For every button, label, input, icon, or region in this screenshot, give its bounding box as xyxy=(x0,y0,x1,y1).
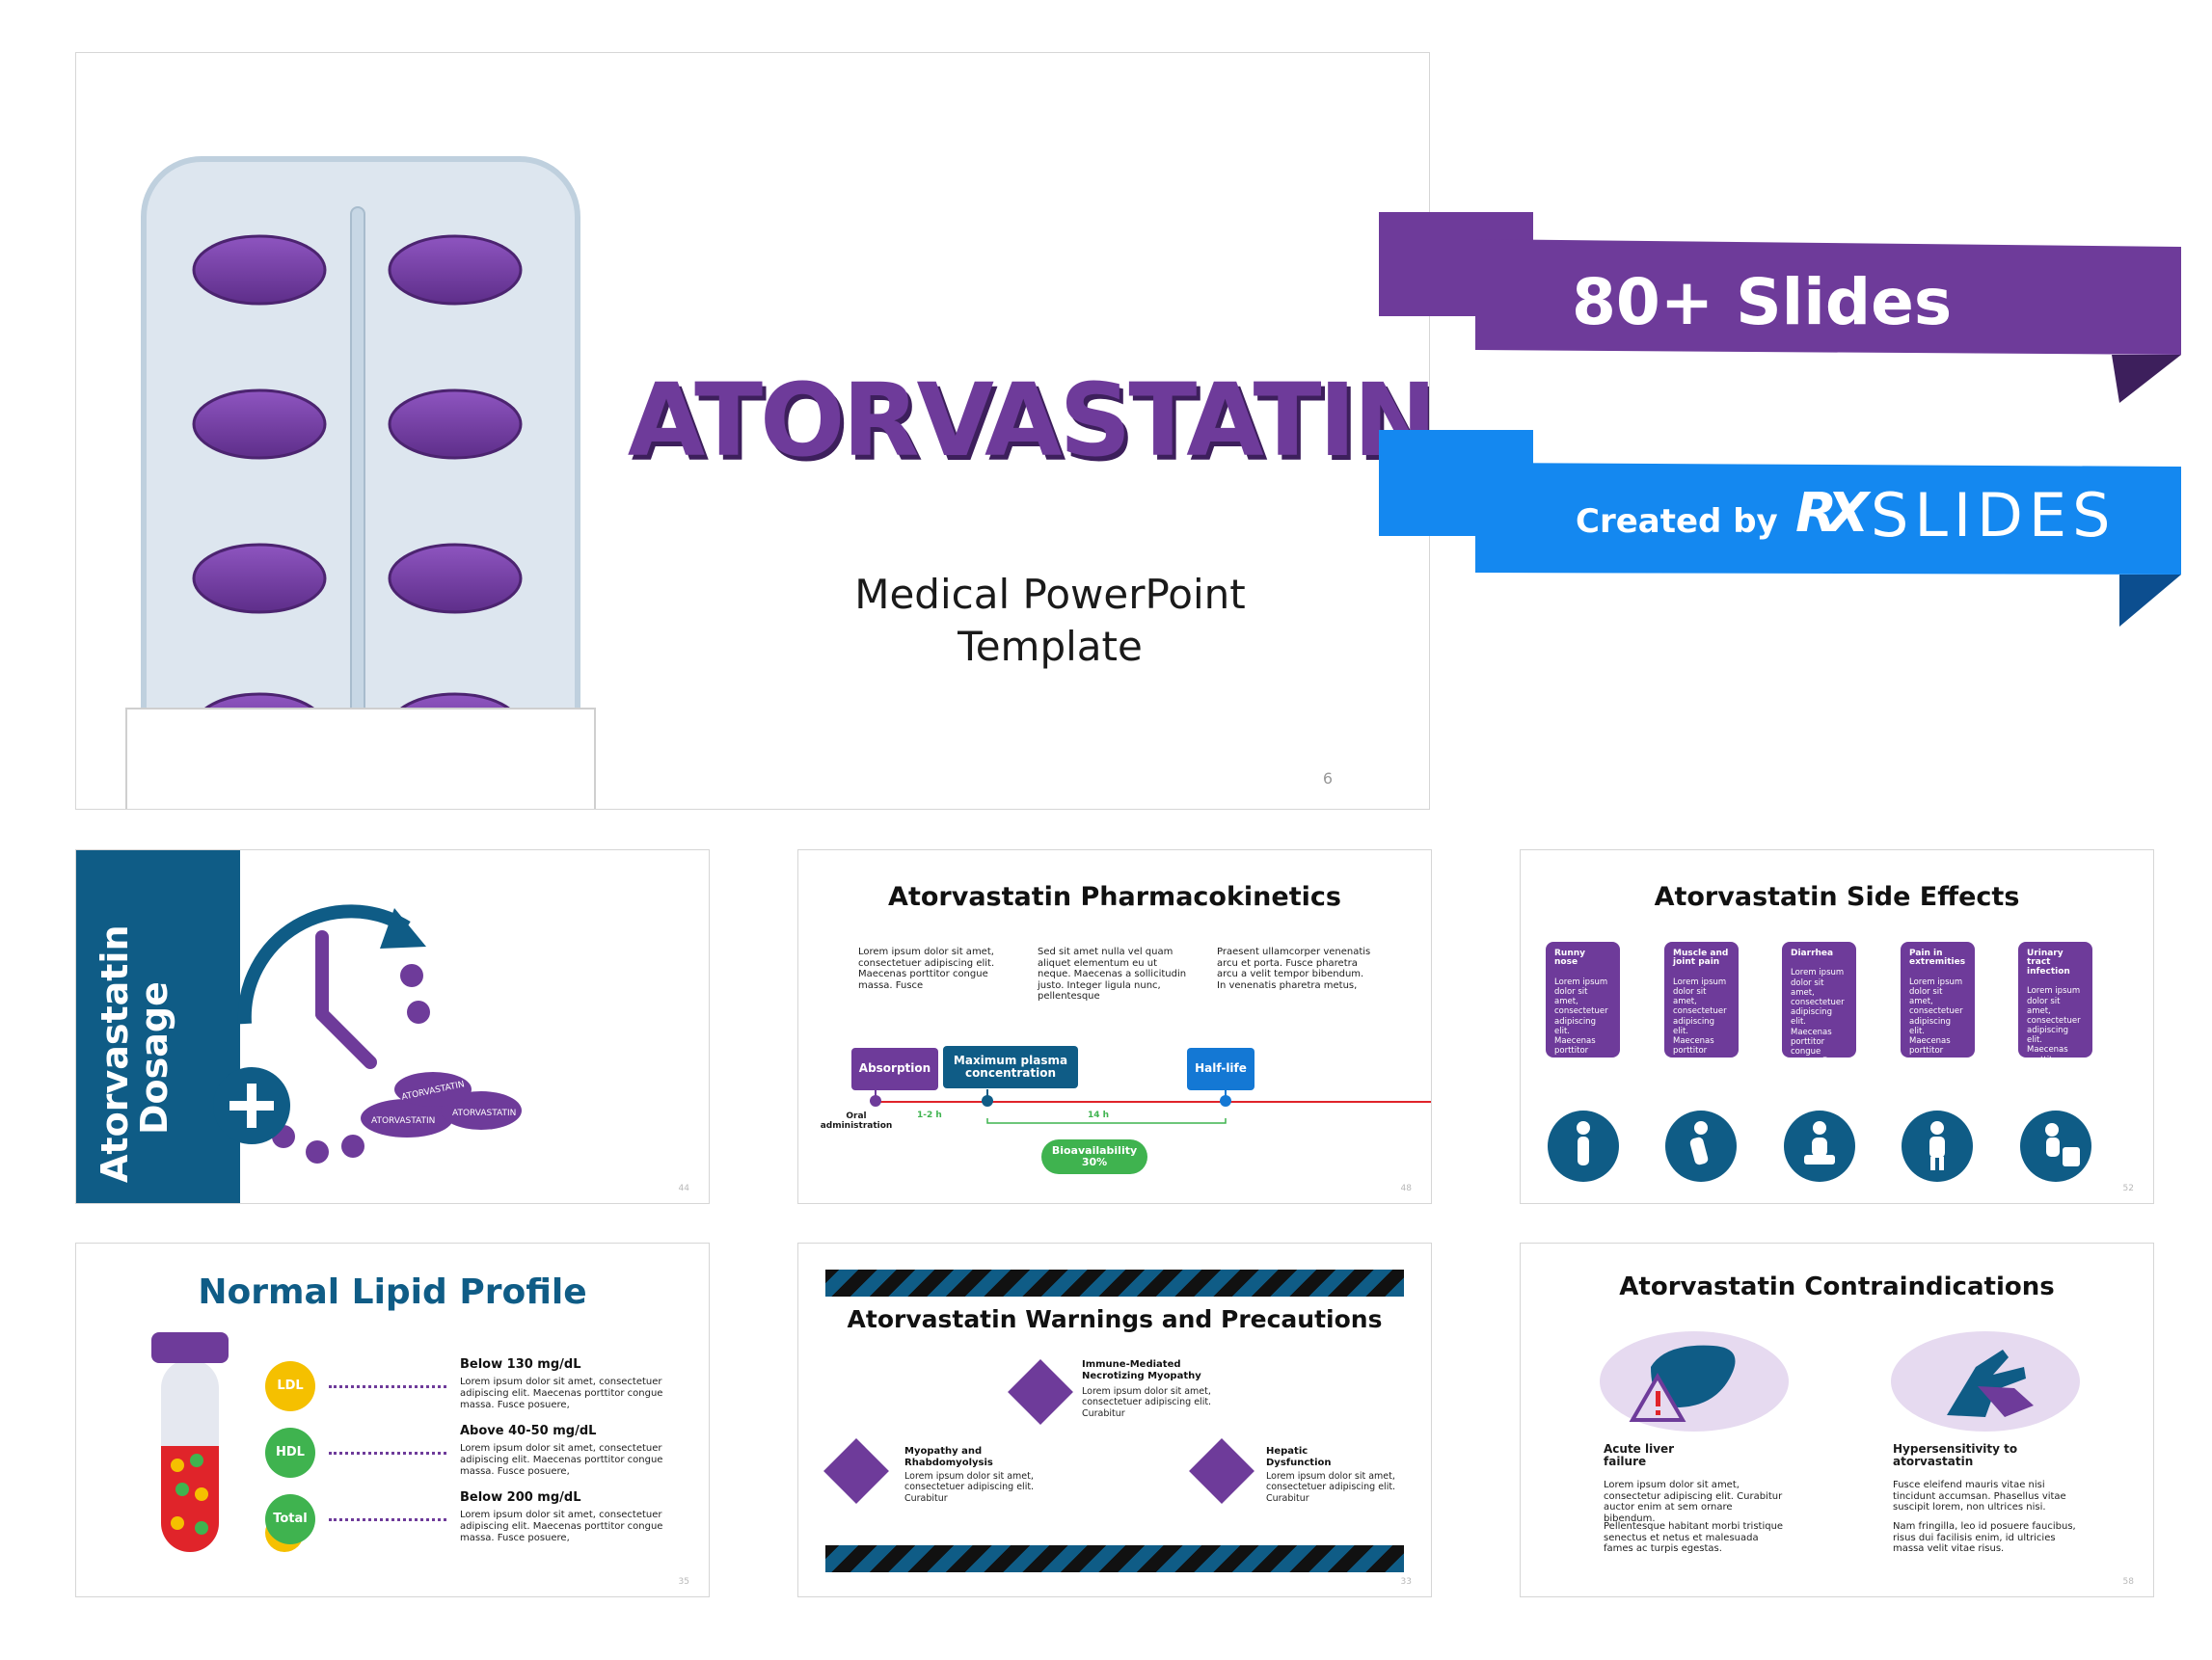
ci-right-text-1: Fusce eleifend mauris vitae nisi tincidu… xyxy=(1893,1480,2066,1513)
slide-contraindications[interactable]: Atorvastatin Contraindications Acute liv… xyxy=(1520,1243,2154,1597)
se-card-text: Lorem ipsum dolor sit amet, consectetuer… xyxy=(1554,977,1610,1095)
hero-title: ATORVASTATIN xyxy=(627,361,1430,479)
time-label-2: 14 h xyxy=(1088,1111,1110,1120)
se-card-text: Lorem ipsum dolor sit amet, consectetuer… xyxy=(1673,977,1729,1095)
wp-heading-1: Immune-Mediated Necrotizing Myopathy xyxy=(1082,1359,1201,1381)
created-by-ribbon xyxy=(1379,430,2181,627)
page-number: 44 xyxy=(678,1184,689,1193)
hazard-stripe-bottom xyxy=(825,1545,1404,1572)
dosage-sidebar xyxy=(76,850,240,1203)
wp-heading-2: Myopathy and Rhabdomyolysis xyxy=(904,1446,993,1468)
hazard-stripe-top xyxy=(825,1270,1404,1297)
total-connector xyxy=(329,1518,446,1521)
brand-name: SLIDES xyxy=(1871,480,2117,550)
page-number: 58 xyxy=(2122,1577,2134,1587)
dosage-title-line2: Dosage xyxy=(133,981,176,1135)
ldl-connector xyxy=(329,1385,446,1388)
bioavailability-badge: Bioavailability 30% xyxy=(1041,1139,1147,1174)
allergic-hand-icon xyxy=(1891,1331,2080,1432)
total-heading: Below 200 mg/dL xyxy=(460,1490,581,1505)
se-card-title: Runny nose xyxy=(1554,949,1586,968)
liver-warning-icon xyxy=(1600,1331,1789,1432)
ldl-heading: Below 130 mg/dL xyxy=(460,1357,581,1372)
slides-count-label: 80+ Slides xyxy=(1572,265,1953,339)
page-number: 33 xyxy=(1400,1577,1412,1587)
ci-right-text-2: Nam fringilla, leo id posuere faucibus, … xyxy=(1893,1521,2076,1554)
hero-subtitle-line2: Template xyxy=(958,622,1143,670)
page-number: 52 xyxy=(2122,1184,2134,1193)
se-card-title: Pain in extremities xyxy=(1909,949,1966,968)
half-life-box: Half-life xyxy=(1187,1048,1254,1090)
antibody-icon xyxy=(1008,1359,1073,1425)
test-tube-illustration xyxy=(151,1332,229,1552)
ci-left-heading: Acute liver failure xyxy=(1604,1442,1675,1469)
absorption-box: Absorption xyxy=(851,1048,938,1090)
ci-right-heading: Hypersensitivity to atorvastatin xyxy=(1893,1442,2018,1469)
ldl-badge: LDL xyxy=(265,1361,315,1411)
ci-left-text-1: Lorem ipsum dolor sit amet, consectetur … xyxy=(1604,1480,1783,1524)
pill-label-1: ATORVASTATIN xyxy=(371,1116,436,1126)
wp-text-3: Lorem ipsum dolor sit amet, consectetuer… xyxy=(1266,1471,1396,1504)
wp-title: Atorvastatin Warnings and Precautions xyxy=(847,1305,1383,1333)
se-card-text: Lorem ipsum dolor sit amet, consectetuer… xyxy=(2027,986,2083,1105)
wp-text-2: Lorem ipsum dolor sit amet, consectetuer… xyxy=(904,1471,1035,1504)
ci-title: Atorvastatin Contraindications xyxy=(1619,1272,2055,1301)
person-figure-icons xyxy=(1577,1121,2080,1170)
hdl-connector xyxy=(329,1452,446,1455)
slide-pharmacokinetics[interactable]: Atorvastatin Pharmacokinetics Lorem ipsu… xyxy=(797,849,1432,1204)
liver-icon xyxy=(1189,1438,1254,1504)
timeline-line xyxy=(876,1101,1431,1103)
hero-subtitle-line1: Medical PowerPoint xyxy=(854,571,1246,618)
lipid-title: Normal Lipid Profile xyxy=(198,1272,587,1312)
timeline-markers xyxy=(870,1089,1231,1124)
slide-dosage[interactable]: Atorvastatin Dosage ATORVASTATIN ATORVAS… xyxy=(75,849,710,1204)
dosage-title: Atorvastatin Dosage xyxy=(94,884,176,1183)
pk-text-col1: Lorem ipsum dolor sit amet, consectetuer… xyxy=(858,947,995,991)
total-text: Lorem ipsum dolor sit amet, consectetuer… xyxy=(460,1510,663,1543)
dosage-title-line1: Atorvastatin xyxy=(94,924,136,1183)
total-badge: Total xyxy=(265,1494,315,1544)
max-plasma-box: Maximum plasma concentration xyxy=(943,1046,1078,1088)
time-label-1: 1-2 h xyxy=(917,1111,942,1120)
se-card-title: Diarrhea xyxy=(1791,949,1834,958)
muscle-icon xyxy=(823,1438,889,1504)
se-card-title: Urinary tract infection xyxy=(2027,949,2070,977)
slide-lipid-profile[interactable]: Normal Lipid Profile LDL HDL Total Below… xyxy=(75,1243,710,1597)
wp-heading-3: Hepatic Dysfunction xyxy=(1266,1446,1332,1468)
clock-dosage-illustration xyxy=(213,904,522,1164)
se-card-title: Muscle and joint pain xyxy=(1673,949,1729,968)
blister-pack-illustration xyxy=(125,156,596,809)
oral-admin-label: Oral administration xyxy=(820,1111,893,1131)
se-card-text: Lorem ipsum dolor sit amet, consectetuer… xyxy=(1791,968,1847,1086)
wp-text-1: Lorem ipsum dolor sit amet, consectetuer… xyxy=(1082,1386,1212,1419)
hero-subtitle: Medical PowerPoint Template xyxy=(809,569,1291,673)
page-number: 48 xyxy=(1400,1184,1412,1193)
hdl-badge: HDL xyxy=(265,1428,315,1478)
page-number: 6 xyxy=(1322,769,1333,788)
pk-text-col3: Praesent ullamcorper venenatis arcu et p… xyxy=(1217,947,1371,991)
rx-logo-mark: RX xyxy=(1795,482,1869,545)
ldl-text: Lorem ipsum dolor sit amet, consectetuer… xyxy=(460,1377,663,1410)
pk-text-col2: Sed sit amet nulla vel quam aliquet elem… xyxy=(1038,947,1187,1002)
created-by-label: Created by xyxy=(1576,502,1778,541)
se-card-text: Lorem ipsum dolor sit amet, consectetuer… xyxy=(1909,977,1965,1095)
se-title: Atorvastatin Side Effects xyxy=(1654,882,2020,912)
hero-slide[interactable]: ATORVASTATIN Medical PowerPoint Template… xyxy=(75,52,1430,810)
pill-label-2: ATORVASTATIN xyxy=(452,1109,517,1118)
page-number: 35 xyxy=(678,1577,689,1587)
ci-left-text-2: Pellentesque habitant morbi tristique se… xyxy=(1604,1521,1784,1554)
slides-count-ribbon xyxy=(1379,212,2181,403)
hdl-heading: Above 40-50 mg/dL xyxy=(460,1424,597,1438)
slide-warnings[interactable]: Atorvastatin Warnings and Precautions Im… xyxy=(797,1243,1432,1597)
hdl-text: Lorem ipsum dolor sit amet, consectetuer… xyxy=(460,1443,663,1477)
pk-title: Atorvastatin Pharmacokinetics xyxy=(888,882,1341,912)
